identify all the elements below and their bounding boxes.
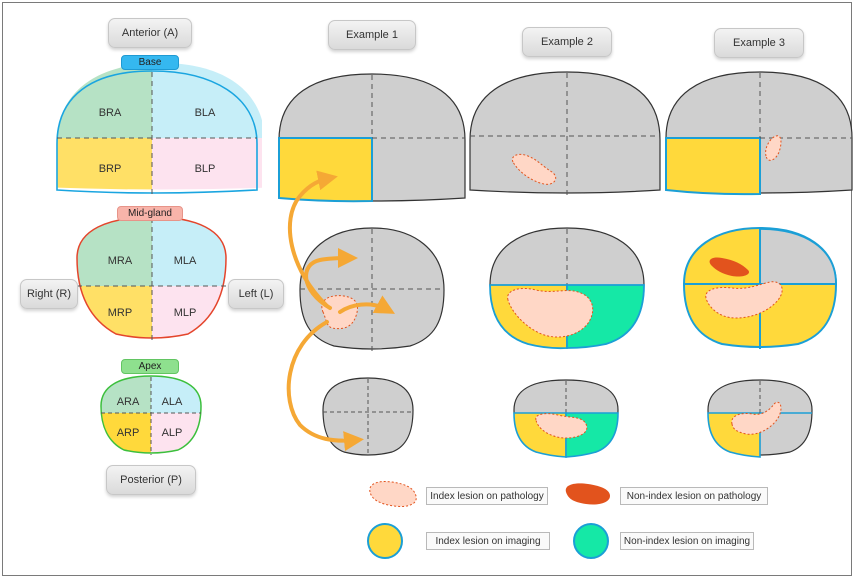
zone-arp: ARP [116, 427, 140, 439]
legend-swatch-nonindex-pathology [565, 483, 610, 505]
example1-apex [322, 377, 414, 456]
zone-brp: BRP [98, 163, 122, 175]
example3-apex [707, 379, 813, 458]
reference-mid [76, 216, 227, 341]
zone-bla: BLA [194, 107, 216, 119]
reference-apex [100, 375, 202, 455]
example2-apex [513, 379, 619, 458]
zone-mra: MRA [107, 255, 133, 267]
anterior-label: Anterior (A) [108, 18, 192, 48]
zone-ala: ALA [161, 396, 183, 408]
left-label: Left (L) [228, 279, 284, 309]
example3-mid [682, 226, 838, 349]
mid-gland-pill: Mid-gland [117, 206, 183, 221]
legend-nonindex-imaging: Non-index lesion on imaging [620, 532, 754, 550]
zone-ara: ARA [116, 396, 140, 408]
example2-header: Example 2 [522, 27, 612, 57]
base-pill: Base [121, 55, 179, 70]
legend-swatch-index-imaging [367, 523, 403, 559]
legend-index-imaging: Index lesion on imaging [426, 532, 550, 550]
zone-mrp: MRP [107, 307, 133, 319]
legend-swatch-nonindex-imaging [573, 523, 609, 559]
zone-mlp: MLP [173, 307, 197, 319]
example1-header: Example 1 [328, 20, 416, 50]
zone-blp: BLP [194, 163, 216, 175]
example3-header: Example 3 [714, 28, 804, 58]
zone-alp: ALP [161, 427, 183, 439]
zone-mla: MLA [173, 255, 197, 267]
example1-mid [299, 227, 445, 351]
legend-swatch-index-pathology [369, 481, 417, 507]
example3-base [665, 71, 853, 196]
posterior-label: Posterior (P) [106, 465, 196, 495]
example1-arrows [286, 170, 395, 452]
example1-base [278, 73, 466, 203]
example2-mid [489, 227, 645, 350]
example2-base [469, 71, 661, 195]
apex-pill: Apex [121, 359, 179, 374]
right-label: Right (R) [20, 279, 78, 309]
legend-index-pathology: Index lesion on pathology [426, 487, 548, 505]
reference-base [56, 63, 262, 196]
legend-nonindex-pathology: Non-index lesion on pathology [620, 487, 768, 505]
zone-bra: BRA [98, 107, 122, 119]
